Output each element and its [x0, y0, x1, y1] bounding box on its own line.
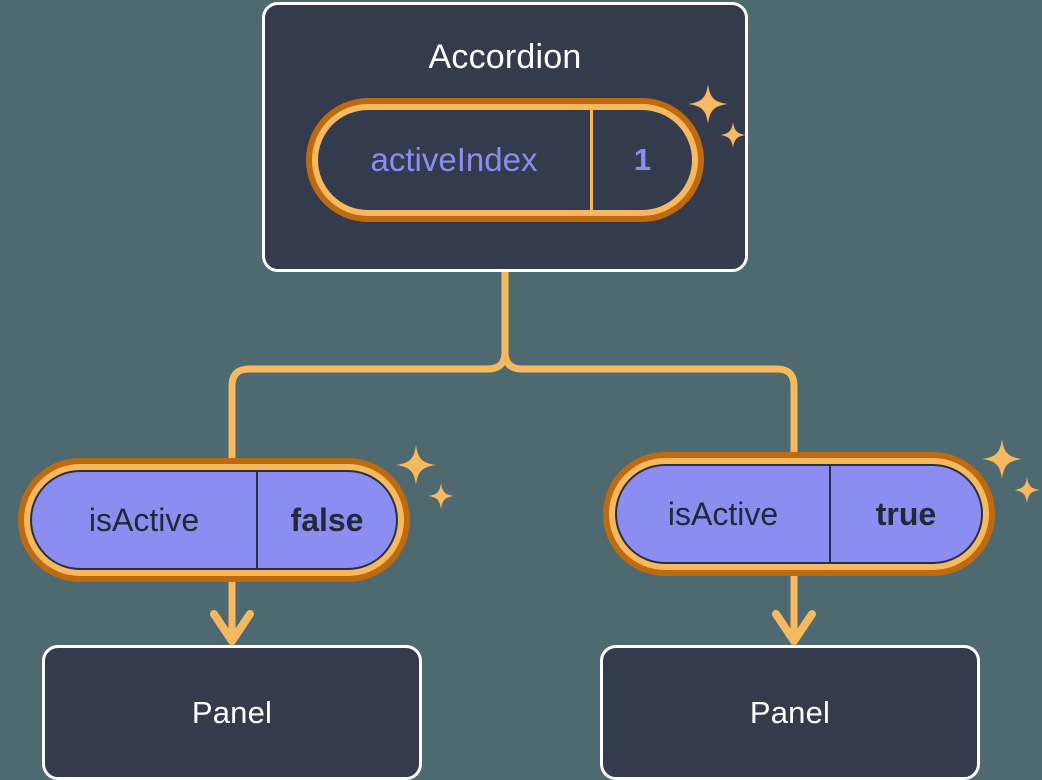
state-pill-ring: isActive true: [609, 458, 989, 570]
state-value-isactive-right: true: [875, 495, 937, 532]
connector-bus-right: [501, 348, 798, 460]
state-pill-isactive-true[interactable]: isActive true: [603, 452, 995, 576]
state-key-isactive-left: isActive: [32, 472, 258, 568]
sparkle-small-icon: [1014, 477, 1040, 503]
state-key-isactive-right: isActive: [617, 466, 831, 562]
state-pill-body: isActive false: [30, 470, 398, 570]
state-pill-body: activeIndex 1: [318, 110, 692, 210]
connector-bus-left: [228, 348, 509, 466]
arrowhead-right: [772, 610, 816, 645]
state-pill-isactive-false[interactable]: isActive false: [18, 458, 410, 582]
state-pill-ring: isActive false: [24, 464, 404, 576]
accordion-node-title: Accordion: [428, 38, 582, 76]
sparkle-large-icon: [982, 439, 1022, 479]
panel-node-right-title: Panel: [749, 694, 831, 730]
state-value-isactive-left: false: [290, 501, 364, 538]
panel-node-right[interactable]: Panel: [600, 645, 980, 780]
state-key-activeindex: activeIndex: [318, 110, 593, 210]
sparkle-small-icon: [428, 483, 454, 509]
sparkle-large-icon: [396, 445, 436, 485]
state-pill-activeindex[interactable]: activeIndex 1: [306, 98, 704, 222]
panel-node-left[interactable]: Panel: [42, 645, 422, 780]
state-pill-ring: activeIndex 1: [312, 104, 698, 216]
arrowhead-left: [210, 610, 254, 645]
state-pill-body: isActive true: [615, 464, 983, 564]
panel-node-left-title: Panel: [191, 694, 273, 730]
state-value-activeindex: 1: [633, 142, 652, 177]
